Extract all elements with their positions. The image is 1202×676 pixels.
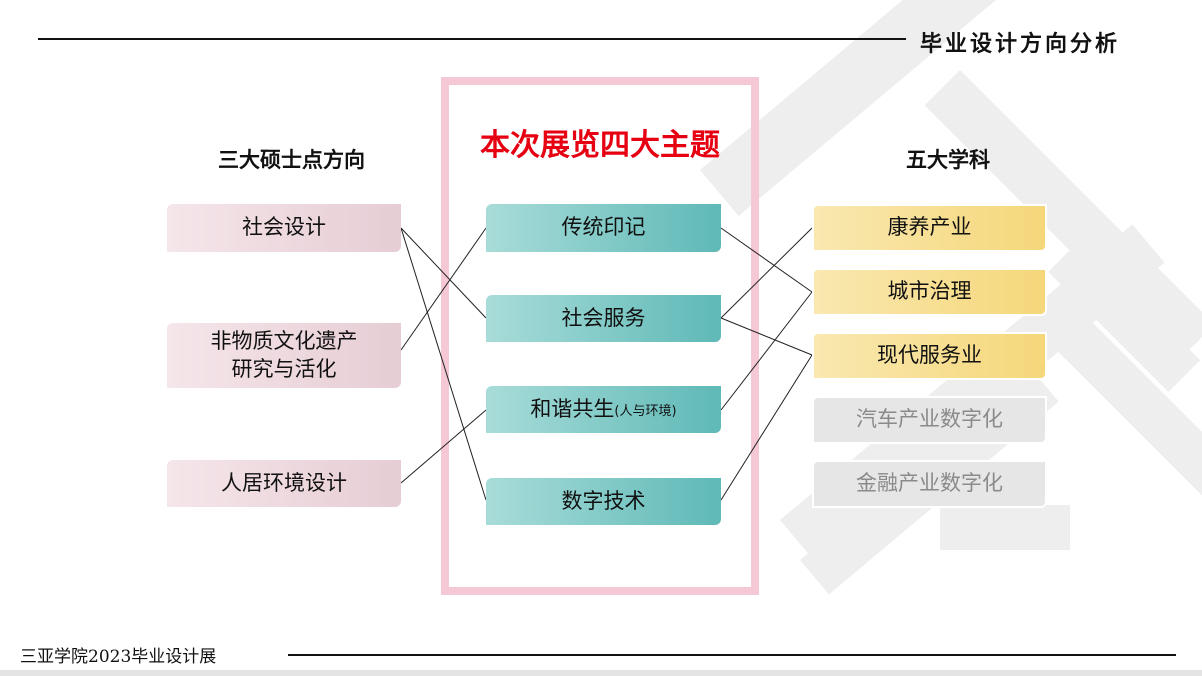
discipline-service: 现代服务业	[812, 332, 1047, 380]
bottom-bar	[0, 670, 1202, 676]
discipline-urban: 城市治理	[812, 268, 1047, 316]
center-title: 本次展览四大主题	[480, 128, 720, 163]
connector	[400, 227, 487, 319]
footer-text: 三亚学院2023毕业设计展	[20, 647, 217, 667]
theme-harmony: 和谐共生(人与环境)	[486, 386, 721, 433]
direction-social-design: 社会设计	[167, 204, 401, 252]
discipline-health: 康养产业	[812, 204, 1047, 252]
direction-habitat-design: 人居环境设计	[167, 460, 401, 507]
header-title: 毕业设计方向分析	[920, 31, 1121, 57]
header-rule	[38, 38, 906, 40]
themes-frame	[441, 77, 759, 595]
theme-harmony-label: 和谐共生	[530, 396, 615, 421]
theme-social-service: 社会服务	[486, 295, 721, 342]
connector	[720, 227, 813, 319]
connector	[720, 354, 813, 501]
right-title: 五大学科	[906, 148, 990, 172]
connector	[720, 227, 813, 293]
left-title: 三大硕士点方向	[218, 148, 365, 172]
theme-digital-tech: 数字技术	[486, 478, 721, 525]
direction-intangible-heritage: 非物质文化遗产 研究与活化	[167, 323, 401, 388]
discipline-auto-digital: 汽车产业数字化	[812, 396, 1047, 444]
footer-rule	[288, 654, 1176, 656]
connector	[400, 227, 487, 501]
theme-harmony-note: (人与环境)	[614, 404, 677, 420]
discipline-finance-digital: 金融产业数字化	[812, 460, 1047, 508]
connector	[400, 409, 487, 484]
connector	[720, 291, 813, 411]
connector	[400, 227, 487, 351]
connector	[720, 317, 813, 356]
theme-traditional-mark: 传统印记	[486, 204, 721, 252]
